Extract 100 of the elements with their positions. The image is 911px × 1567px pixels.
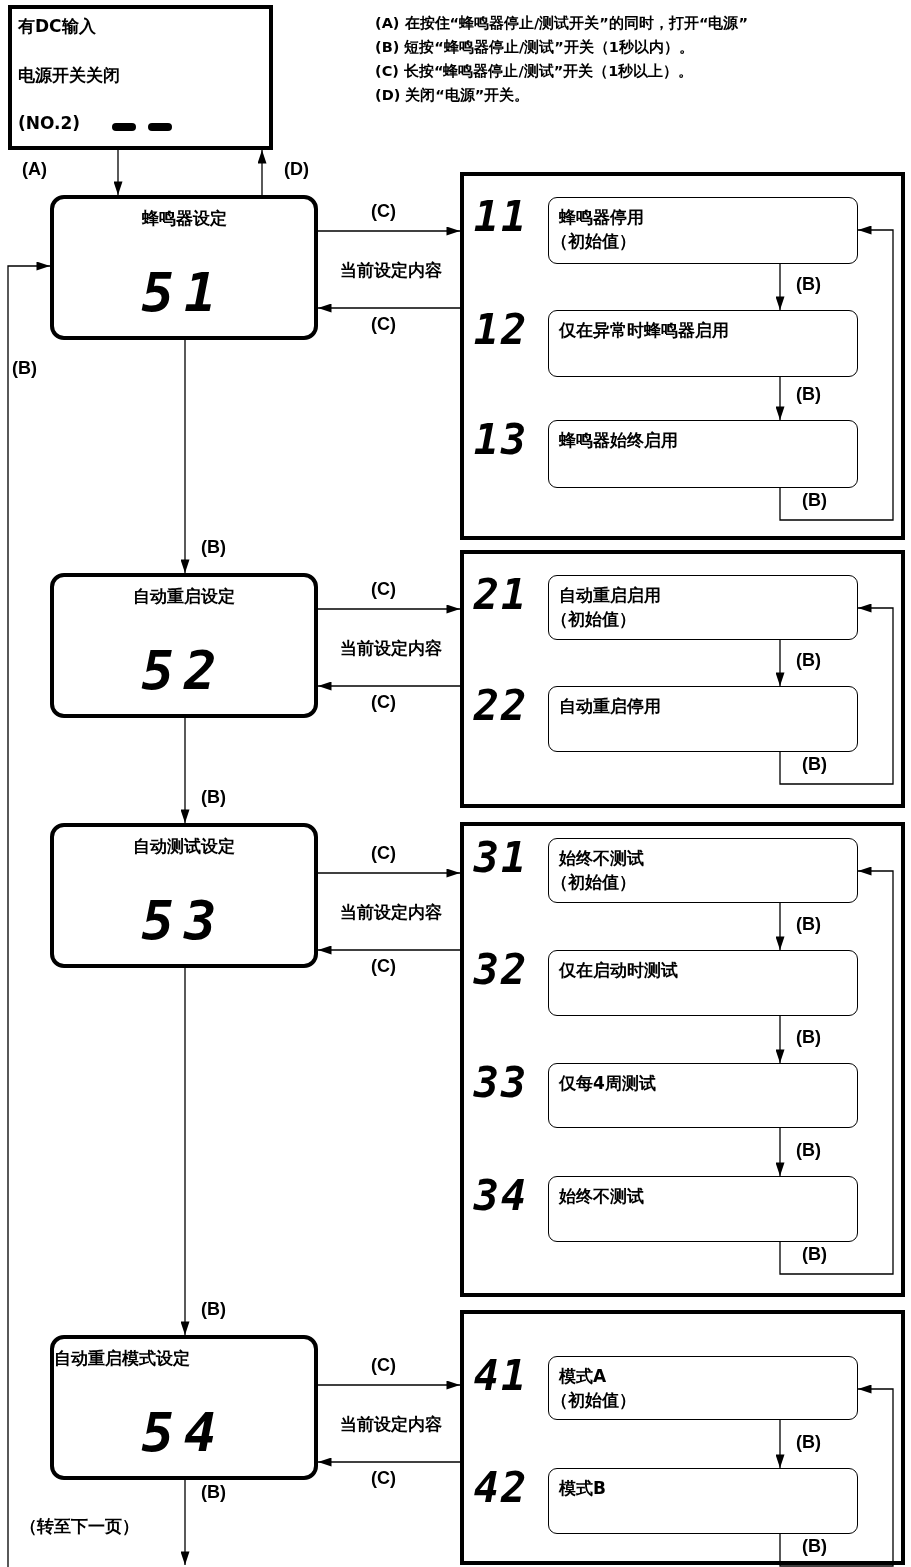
arrow: [180, 1479, 190, 1566]
edge-label: (B): [201, 1482, 226, 1503]
current-setting-label: 当前设定内容: [340, 637, 442, 660]
arrow: [779, 1384, 894, 1567]
edge-label: (C): [371, 1468, 396, 1489]
seven-segment-display: 32: [472, 945, 530, 994]
seven-segment-display: 52: [140, 639, 228, 702]
seven-segment-display: 22: [472, 681, 530, 730]
status-text: 有DC输入: [18, 15, 96, 38]
arrow: [317, 1457, 461, 1467]
option-text: 蜂鸣器停用: [559, 206, 644, 229]
arrow: [775, 1419, 785, 1469]
arrow: [775, 376, 785, 421]
arrow: [257, 149, 267, 196]
setting-title: 自动重启设定: [132, 585, 236, 608]
arrow: [779, 603, 894, 785]
arrow: [775, 1015, 785, 1064]
option-text: 蜂鸣器始终启用: [559, 429, 678, 452]
setting-box: [50, 1335, 318, 1480]
status-text: 电源开关关闭: [18, 64, 120, 87]
edge-label: (C): [371, 956, 396, 977]
option-text: 自动重启停用: [559, 695, 661, 718]
current-setting-label: 当前设定内容: [340, 1413, 442, 1436]
option-text: 模式B: [559, 1477, 606, 1500]
edge-label: (B): [796, 650, 821, 671]
arrow: [180, 717, 190, 824]
option-text: 始终不测试: [559, 1185, 644, 1208]
panel-frame: [460, 550, 905, 808]
option-text: （初始值）: [551, 230, 636, 253]
arrow: [180, 339, 190, 574]
arrow: [180, 967, 190, 1336]
edge-label: (B): [802, 1536, 827, 1557]
setting-box: [50, 823, 318, 968]
arrow: [775, 1127, 785, 1177]
arrow: [317, 226, 461, 236]
seven-segment-display: 11: [472, 192, 530, 241]
edge-label: (D): [284, 159, 309, 180]
edge-label: (C): [371, 579, 396, 600]
note-text: (D) 关闭“电源”开关。: [375, 86, 530, 105]
continuation-note: （转至下一页）: [20, 1516, 139, 1538]
option-text: （初始值）: [551, 608, 636, 631]
seven-segment-display: 21: [472, 570, 530, 619]
arrow: [7, 261, 51, 1567]
seven-segment-display: 13: [472, 415, 530, 464]
seven-segment-display: 34: [472, 1171, 530, 1220]
setting-title: 蜂鸣器设定: [140, 207, 228, 230]
current-setting-label: 当前设定内容: [340, 259, 442, 282]
seven-segment-display: 12: [472, 305, 530, 354]
seven-segment-display: 42: [472, 1463, 530, 1512]
edge-label: (C): [371, 692, 396, 713]
arrow: [775, 263, 785, 311]
seven-segment-display: 54: [140, 1401, 228, 1464]
seven-segment-display: 33: [472, 1058, 530, 1107]
edge-label: (B): [802, 490, 827, 511]
note-text: (C) 长按“蜂鸣器停止/测试”开关（1秒以上）。: [375, 62, 694, 81]
option-text: （初始值）: [551, 1389, 636, 1412]
arrow: [779, 225, 894, 521]
edge-label: (B): [796, 1140, 821, 1161]
setting-title: 自动测试设定: [132, 835, 236, 858]
edge-label: (B): [12, 358, 37, 379]
seven-segment-display: 31: [472, 833, 530, 882]
edge-label: (B): [201, 787, 226, 808]
arrow: [775, 902, 785, 951]
edge-label: (C): [371, 1355, 396, 1376]
arrow: [317, 604, 461, 614]
arrow: [113, 149, 123, 196]
edge-label: (B): [802, 754, 827, 775]
edge-label: (B): [802, 1244, 827, 1265]
arrow: [775, 639, 785, 687]
edge-label: (B): [201, 537, 226, 558]
option-text: 仅在异常时蜂鸣器启用: [559, 319, 729, 342]
panel-frame: [460, 822, 905, 1297]
current-setting-label: 当前设定内容: [340, 901, 442, 924]
seven-segment-display: 53: [140, 889, 228, 952]
arrow: [317, 303, 461, 313]
edge-label: (C): [371, 314, 396, 335]
setting-title: 自动重启模式设定: [54, 1347, 190, 1370]
option-text: 模式A: [559, 1365, 607, 1388]
edge-label: (B): [201, 1299, 226, 1320]
option-text: 自动重启启用: [559, 584, 661, 607]
arrow: [317, 1380, 461, 1390]
edge-label: (A): [22, 159, 47, 180]
note-text: (A) 在按住“蜂鸣器停止/测试开关”的同时，打开“电源”: [375, 14, 748, 33]
edge-label: (B): [796, 1432, 821, 1453]
seven-segment-display: 51: [140, 261, 228, 324]
edge-label: (C): [371, 843, 396, 864]
arrow: [317, 681, 461, 691]
option-text: 仅在启动时测试: [559, 959, 678, 982]
setting-box: [50, 195, 318, 340]
panel-frame: [460, 172, 905, 540]
arrow: [317, 868, 461, 878]
panel-frame: [460, 1310, 905, 1565]
edge-label: (B): [796, 384, 821, 405]
edge-label: (B): [796, 1027, 821, 1048]
edge-label: (C): [371, 201, 396, 222]
status-text: (NO.2): [18, 113, 81, 133]
setting-box: [50, 573, 318, 718]
note-text: (B) 短按“蜂鸣器停止/测试”开关（1秒以内）。: [375, 38, 694, 57]
arrow: [317, 945, 461, 955]
edge-label: (B): [796, 274, 821, 295]
